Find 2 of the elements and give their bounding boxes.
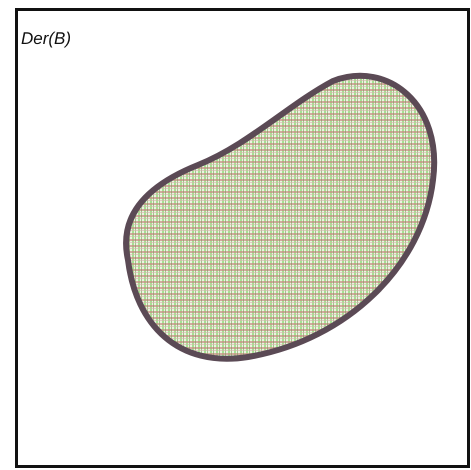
region-frame [15, 8, 470, 468]
region-label: Der(B) [21, 29, 72, 49]
